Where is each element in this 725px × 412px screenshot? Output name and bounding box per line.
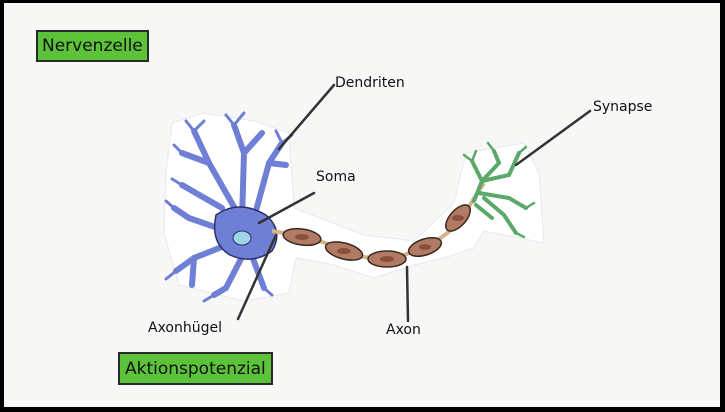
label-synapse: Synapse — [593, 100, 652, 114]
pointer-axon — [407, 267, 408, 321]
label-soma: Soma — [316, 170, 356, 184]
neuron-diagram — [4, 3, 720, 407]
label-axon: Axon — [386, 323, 421, 337]
label-axonhuegel: Axonhügel — [148, 321, 222, 335]
pointer-dendriten — [279, 85, 334, 149]
whiteboard: Nervenzelle Dendriten Soma Synapse Axonh… — [4, 3, 720, 407]
pointer-synapse — [516, 111, 590, 165]
bottom-box: Aktionspotenzial — [118, 352, 273, 385]
title-box: Nervenzelle — [36, 30, 149, 62]
label-dendriten: Dendriten — [335, 76, 405, 90]
nucleus — [233, 231, 251, 245]
